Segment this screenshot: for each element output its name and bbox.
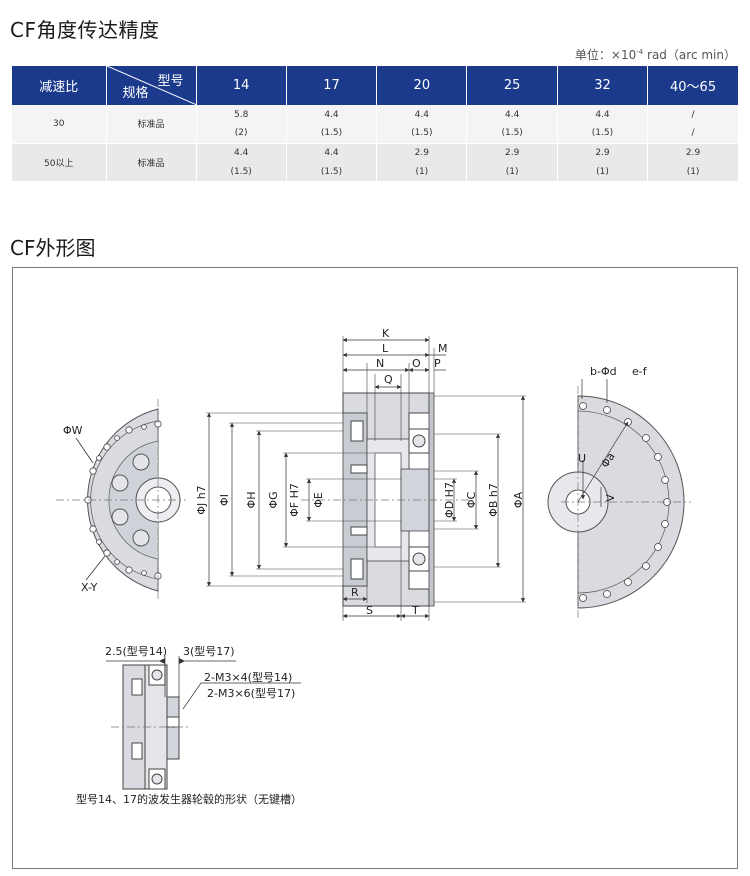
- arcmin-cell: (1): [376, 162, 468, 181]
- value-cell: 2.9: [647, 142, 738, 162]
- header-ratio: 减速比: [12, 66, 107, 105]
- label-phiG: ΦG: [267, 491, 280, 508]
- table-row: 50以上 标准品 4.4 4.4 2.9 2.9 2.9 2.9: [12, 142, 738, 181]
- table-row: (1.5) (1.5) (1) (1) (1) (1): [12, 162, 738, 181]
- header-model: 20: [376, 66, 468, 105]
- arcmin-cell: (1.5): [286, 124, 378, 143]
- value-cell: 4.4: [286, 142, 378, 162]
- header-diagonal: 型号 规格: [106, 66, 197, 105]
- label-phiB: ΦB h7: [487, 483, 500, 517]
- value-cell: 4.4: [466, 105, 558, 124]
- detail-caption: 型号14、17的波发生器轮毂的形状（无键槽）: [76, 792, 302, 806]
- label-xy: X-Y: [81, 581, 98, 594]
- outline-drawing-svg: ΦW X-Y: [56, 327, 691, 806]
- header-model: 25: [466, 66, 558, 105]
- detail-dim-17: 3(型号17): [183, 644, 235, 658]
- value-cell: 4.4: [376, 105, 468, 124]
- arcmin-cell: (2): [196, 124, 287, 143]
- header-model: 40～65: [647, 66, 738, 105]
- label-phiA: ΦA: [512, 491, 525, 508]
- spec-cell: 标准品: [106, 142, 197, 181]
- label-phiH: ΦH: [245, 492, 258, 509]
- label-S: S: [366, 604, 373, 617]
- ratio-cell: 50以上: [12, 142, 107, 181]
- label-P: P: [434, 357, 441, 370]
- label-L: L: [382, 342, 389, 355]
- arcmin-cell: (1.5): [376, 124, 468, 143]
- header-model: 32: [557, 66, 649, 105]
- arcmin-cell: (1.5): [286, 162, 378, 181]
- label-K: K: [382, 327, 390, 340]
- arcmin-cell: (1.5): [466, 124, 558, 143]
- detail-screw-17: 2-M3×6(型号17): [207, 686, 295, 700]
- label-phiD: ΦD H7: [443, 482, 456, 518]
- value-cell: 5.8: [196, 105, 287, 124]
- label-bphid: b-Φd: [590, 365, 617, 378]
- unit-note: 单位：×10-4 rad（arc min）: [574, 48, 736, 62]
- value-cell: 2.9: [557, 142, 649, 162]
- front-view-left: [56, 399, 186, 601]
- arcmin-cell: (1.5): [196, 162, 287, 181]
- table-row: (2) (1.5) (1.5) (1.5) (1.5) /: [12, 124, 738, 143]
- rear-view-right: [547, 379, 691, 618]
- arcmin-cell: (1): [466, 162, 558, 181]
- label-phiI: ΦI: [218, 494, 231, 506]
- value-cell: /: [647, 105, 738, 124]
- section-title-outline: CF外形图: [10, 236, 96, 260]
- section-title-accuracy: CF角度传达精度: [10, 18, 160, 42]
- arcmin-cell: /: [647, 124, 738, 143]
- arcmin-cell: (1): [557, 162, 649, 181]
- value-cell: 2.9: [376, 142, 468, 162]
- value-cell: 2.9: [466, 142, 558, 162]
- label-U: U: [578, 452, 586, 465]
- label-M: M: [438, 342, 448, 355]
- label-phiW: ΦW: [63, 424, 83, 437]
- label-phiE: ΦE: [312, 492, 325, 508]
- label-T: T: [411, 604, 419, 617]
- label-N: N: [376, 357, 384, 370]
- value-cell: 4.4: [196, 142, 287, 162]
- label-ef: e-f: [632, 365, 648, 378]
- header-model: 17: [286, 66, 378, 105]
- ratio-cell: 30: [12, 105, 107, 143]
- accuracy-table: 减速比 型号 规格 14 17 20 25 32 40～65 30 标准品 5.…: [12, 66, 738, 181]
- label-Q: Q: [384, 373, 393, 386]
- detail-hub-view: [111, 664, 191, 790]
- arcmin-cell: (1.5): [557, 124, 649, 143]
- detail-dim-14: 2.5(型号14): [105, 644, 167, 658]
- header-model-label: 型号: [157, 74, 184, 89]
- label-phiF: ΦF H7: [288, 483, 301, 517]
- spec-cell: 标准品: [106, 105, 197, 143]
- label-phiJ: ΦJ h7: [195, 485, 208, 514]
- label-O: O: [412, 357, 421, 370]
- label-V: V: [604, 494, 617, 502]
- header-model: 14: [196, 66, 287, 105]
- arcmin-cell: (1): [647, 162, 738, 181]
- value-cell: 4.4: [557, 105, 649, 124]
- detail-screw-14: 2-M3×4(型号14): [204, 670, 292, 684]
- header-spec-label: 规格: [122, 86, 149, 101]
- table-row: 30 标准品 5.8 4.4 4.4 4.4 4.4 /: [12, 105, 738, 143]
- label-R: R: [351, 586, 359, 599]
- outline-drawing: ΦW X-Y: [12, 267, 738, 869]
- value-cell: 4.4: [286, 105, 378, 124]
- table-header-row: 减速比 型号 规格 14 17 20 25 32 40～65: [12, 66, 738, 105]
- label-phiC: ΦC: [465, 492, 478, 509]
